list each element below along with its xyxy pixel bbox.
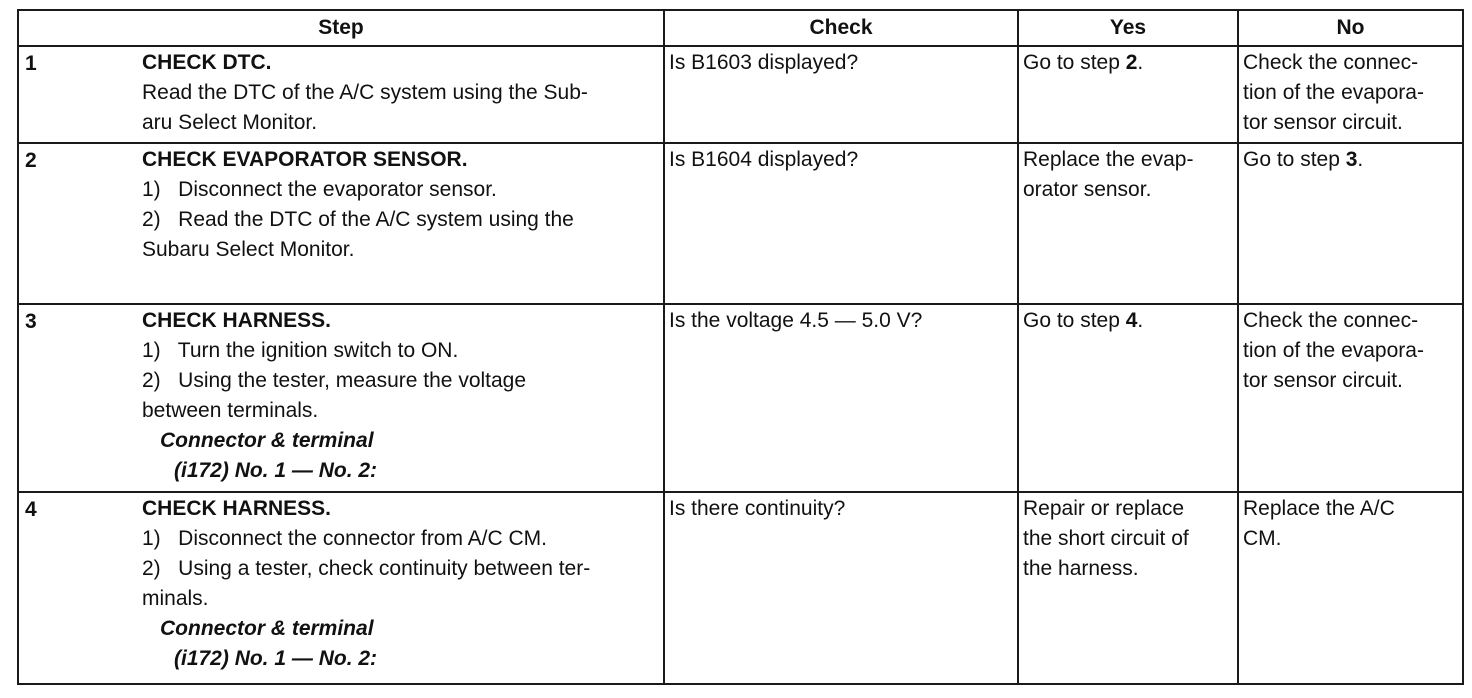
yes-cell: Go to step 4.: [1017, 302, 1239, 494]
header-yes: Yes: [1017, 8, 1239, 48]
step-line: Subaru Select Monitor.: [142, 238, 355, 262]
step-number: 2: [25, 149, 37, 173]
connector-value: (i172) No. 1 — No. 2:: [174, 458, 378, 482]
step-cell: 3 CHECK HARNESS. 1) Turn the ignition sw…: [17, 302, 665, 494]
step-line: 2) Using the tester, measure the voltage: [142, 368, 527, 392]
header-step: Step: [17, 8, 665, 48]
step-line: 1) Disconnect the evaporator sensor.: [142, 178, 497, 202]
no-cell: Check the connec- tion of the evapora- t…: [1237, 302, 1464, 494]
no-cell: Replace the A/C CM.: [1237, 491, 1464, 685]
step-line: 2) Read the DTC of the A/C system using …: [142, 208, 574, 232]
step-title: CHECK DTC.: [142, 51, 272, 75]
step-line: aru Select Monitor.: [142, 111, 318, 135]
header-row: Step Check Yes No: [17, 8, 1464, 48]
step-title: CHECK HARNESS.: [142, 497, 332, 521]
yes-cell: Go to step 2.: [1017, 45, 1239, 145]
check-cell: Is there continuity?: [663, 491, 1019, 685]
step-number: 4: [25, 498, 37, 522]
step-line: minals.: [142, 587, 209, 611]
step-title: CHECK HARNESS.: [142, 308, 332, 332]
step-line: 1) Turn the ignition switch to ON.: [142, 338, 459, 362]
step-line: Read the DTC of the A/C system using the…: [142, 81, 588, 105]
check-cell: Is the voltage 4.5 — 5.0 V?: [663, 302, 1019, 494]
yes-cell: Repair or replace the short circuit of t…: [1017, 491, 1239, 685]
header-check: Check: [663, 8, 1019, 48]
step-cell: 4 CHECK HARNESS. 1) Disconnect the conne…: [17, 491, 665, 685]
table-row: 4 CHECK HARNESS. 1) Disconnect the conne…: [17, 491, 1464, 685]
table-row: 3 CHECK HARNESS. 1) Turn the ignition sw…: [17, 302, 1464, 494]
no-cell: Check the connec- tion of the evapora- t…: [1237, 45, 1464, 145]
step-line: between terminals.: [142, 398, 319, 422]
table-row: 2 CHECK EVAPORATOR SENSOR. 1) Disconnect…: [17, 142, 1464, 305]
step-number: 1: [25, 52, 37, 76]
yes-cell: Replace the evap- orator sensor.: [1017, 142, 1239, 305]
step-line: 1) Disconnect the connector from A/C CM.: [142, 527, 547, 551]
no-cell: Go to step 3.: [1237, 142, 1464, 305]
header-no: No: [1237, 8, 1464, 48]
step-cell: 2 CHECK EVAPORATOR SENSOR. 1) Disconnect…: [17, 142, 665, 305]
connector-label: Connector & terminal: [160, 617, 374, 641]
step-line: 2) Using a tester, check continuity betw…: [142, 557, 591, 581]
step-title: CHECK EVAPORATOR SENSOR.: [142, 148, 468, 172]
step-cell: 1 CHECK DTC. Read the DTC of the A/C sys…: [17, 45, 665, 145]
diagnostic-table: Step Check Yes No 1 CHECK DTC. Read the …: [17, 8, 1464, 685]
check-cell: Is B1603 displayed?: [663, 45, 1019, 145]
step-number: 3: [25, 309, 37, 333]
connector-label: Connector & terminal: [160, 428, 374, 452]
table-row: 1 CHECK DTC. Read the DTC of the A/C sys…: [17, 45, 1464, 145]
check-cell: Is B1604 displayed?: [663, 142, 1019, 305]
connector-value: (i172) No. 1 — No. 2:: [174, 647, 378, 671]
